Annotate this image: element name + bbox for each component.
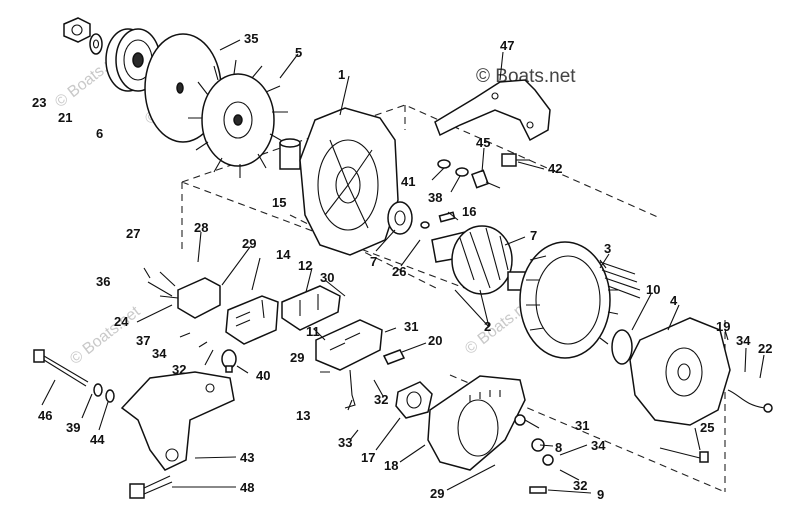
bolt-part — [471, 169, 501, 189]
part-label-32c: 32 — [573, 478, 587, 493]
part-label-42: 42 — [548, 161, 562, 176]
part-label-6: 6 — [96, 126, 103, 141]
part-label-14: 14 — [276, 247, 291, 262]
part-label-9: 9 — [597, 487, 604, 502]
nut-part — [63, 17, 91, 43]
part-label-41: 41 — [401, 174, 415, 189]
part-label-43: 43 — [240, 450, 254, 465]
mounting-bracket-part — [434, 79, 551, 142]
key-part — [438, 211, 456, 223]
part-label-16: 16 — [462, 204, 476, 219]
washer-part — [514, 414, 526, 426]
stator-part — [519, 241, 641, 359]
part-label-34c: 34 — [736, 333, 751, 348]
part-label-22: 22 — [758, 341, 772, 356]
part-label-1: 1 — [338, 67, 345, 82]
part-label-21: 21 — [58, 110, 72, 125]
part-label-40: 40 — [256, 368, 270, 383]
part-label-44: 44 — [90, 432, 105, 447]
part-label-32a: 32 — [172, 362, 186, 377]
part-label-19: 19 — [716, 319, 730, 334]
brush-holder-part — [159, 271, 221, 319]
long-bolt-part — [33, 349, 89, 387]
washer-part — [93, 383, 103, 397]
pin-part — [420, 221, 430, 229]
indicator-lamp-part — [221, 349, 237, 373]
part-label-7b: 7 — [530, 228, 537, 243]
washer-part — [542, 454, 554, 466]
washer-part — [89, 33, 103, 55]
rotor-part — [431, 225, 531, 295]
part-label-18: 18 — [384, 458, 398, 473]
slip-ring-end-frame-part — [629, 317, 731, 426]
part-label-47: 47 — [500, 38, 514, 53]
part-label-34b: 34 — [591, 438, 606, 453]
drive-end-frame-part — [299, 107, 399, 256]
part-label-2: 2 — [484, 319, 491, 334]
part-label-30: 30 — [320, 270, 334, 285]
part-label-45: 45 — [476, 135, 490, 150]
spacer-part — [279, 138, 301, 170]
faint-watermark-3: © Boats.net — [67, 303, 144, 368]
washer-part — [105, 389, 115, 403]
part-label-28: 28 — [194, 220, 208, 235]
part-label-20: 20 — [428, 333, 442, 348]
regulator-part — [225, 295, 279, 345]
part-label-8: 8 — [555, 440, 562, 455]
part-label-11: 11 — [306, 324, 320, 339]
part-label-37: 37 — [136, 333, 150, 348]
wire-lead-part — [727, 389, 766, 409]
part-label-24: 24 — [114, 314, 129, 329]
part-label-15: 15 — [272, 195, 286, 210]
leader-lines — [41, 39, 765, 494]
washer-part — [437, 159, 451, 169]
part-label-38: 38 — [428, 190, 442, 205]
part-label-5: 5 — [295, 45, 302, 60]
part-label-3: 3 — [604, 241, 611, 256]
brace-bracket-part — [120, 371, 235, 471]
bearing-part — [387, 201, 413, 235]
screw-part — [501, 153, 530, 167]
part-label-13: 13 — [296, 408, 310, 423]
part-label-25: 25 — [700, 420, 714, 435]
through-bolt-part — [659, 447, 709, 463]
part-label-4: 4 — [670, 293, 678, 308]
part-label-27: 27 — [126, 226, 140, 241]
part-label-33: 33 — [338, 435, 352, 450]
part-label-34a: 34 — [152, 346, 167, 361]
assembly-dashed-outline — [181, 104, 726, 493]
part-label-26: 26 — [392, 264, 406, 279]
part-label-32b: 32 — [374, 392, 388, 407]
part-label-31b: 31 — [575, 418, 589, 433]
terminal-part — [382, 349, 406, 365]
part-label-10: 10 — [646, 282, 660, 297]
part-label-36: 36 — [96, 274, 110, 289]
part-label-39: 39 — [66, 420, 80, 435]
part-label-31a: 31 — [404, 319, 418, 334]
fan-part — [188, 59, 288, 178]
part-label-46: 46 — [38, 408, 52, 423]
part-label-23: 23 — [32, 95, 46, 110]
part-label-7a: 7 — [370, 254, 377, 269]
terminal-block-part — [281, 285, 341, 331]
part-label-29c: 29 — [430, 486, 444, 501]
part-label-29b: 29 — [290, 350, 304, 365]
part-label-35: 35 — [244, 31, 258, 46]
washer-part — [455, 167, 469, 177]
part-label-29a: 29 — [242, 236, 256, 251]
rectifier-part — [315, 319, 383, 371]
bolt-part — [129, 475, 173, 499]
rear-cover-part — [427, 375, 526, 471]
terminal-ring-part — [763, 403, 773, 413]
pin-part — [529, 486, 547, 494]
part-label-48: 48 — [240, 480, 254, 495]
part-label-17: 17 — [361, 450, 375, 465]
clip-part — [344, 369, 356, 409]
part-label-12: 12 — [298, 258, 312, 273]
o-ring-part — [611, 329, 633, 365]
gasket-part — [395, 381, 433, 419]
